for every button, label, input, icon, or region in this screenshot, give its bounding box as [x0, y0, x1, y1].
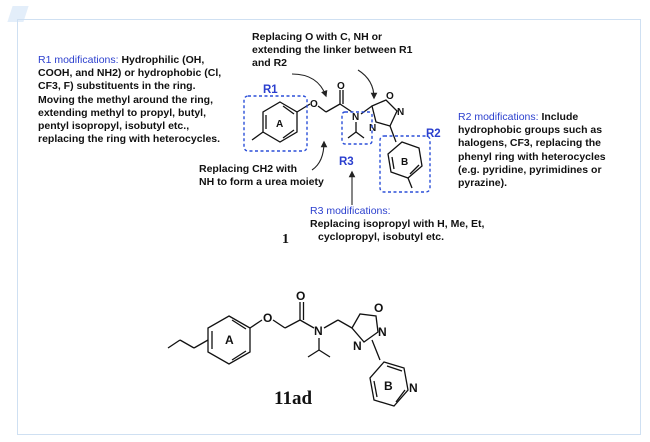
linker-arrow-2 — [357, 69, 378, 100]
ring-b-pyridine — [369, 361, 409, 407]
compound-1-structure: A O O N O N N — [243, 81, 431, 193]
r1-line-0: Hydrophilic (OH, — [121, 54, 205, 66]
linker-arrow-1 — [291, 73, 328, 98]
r1-line-2: CF3, F) substituents in the ring. — [38, 80, 196, 93]
r3-annotation: R3 modifications: Replacing isopropyl wi… — [310, 205, 484, 245]
compound-1-label: 1 — [282, 232, 289, 247]
ring-a-label: A — [276, 119, 283, 130]
r2-line-5: pyrazine). — [458, 177, 508, 190]
ring-b-label-1: B — [401, 157, 408, 168]
compound-11ad-structure: A O O N O N N — [167, 289, 418, 407]
r2-annotation: R2 modifications: Include hydrophobic gr… — [458, 111, 606, 190]
oxadiazole-n4-2: N — [353, 339, 362, 353]
r1-annotation: R1 modifications: Hydrophilic (OH, COOH,… — [38, 54, 221, 146]
figure-frame — [17, 19, 641, 435]
amide-nitrogen-1: N — [352, 112, 359, 123]
r2-highlight-box — [379, 135, 431, 193]
r2-line-2: halogens, CF3, replacing the — [458, 137, 601, 150]
linker-line-2: and R2 — [252, 57, 288, 70]
ch2-arrow — [311, 140, 328, 171]
r3-label: R3 — [339, 156, 354, 168]
r1-methyl-bond — [251, 131, 264, 141]
linker-line-0: Replacing O with C, NH or — [252, 31, 383, 43]
ring-a-label-2: A — [225, 333, 234, 347]
r1-label: R1 — [263, 84, 278, 96]
ether-oxygen-1: O — [310, 99, 318, 110]
ring-b-label-2: B — [384, 379, 393, 393]
oxadiazole-ring-2 — [351, 313, 379, 343]
ch2-line-0: Replacing CH2 with — [199, 163, 298, 175]
compound-11ad-label: 11ad — [274, 388, 313, 409]
linker-line-1: extending the linker between R1 — [252, 44, 413, 57]
pyridine-nitrogen: N — [409, 381, 418, 395]
oxadiazole-n2-1: N — [397, 107, 404, 118]
linker-annotation: Replacing O with C, NH or extending the … — [252, 31, 412, 71]
carbonyl-oxygen-1: O — [337, 81, 345, 92]
r2-label: R2 — [426, 128, 441, 140]
r2-line-3: phenyl ring with heterocycles — [458, 150, 606, 163]
carbonyl-oxygen-2: O — [296, 289, 305, 303]
oxadiazole-o-2: O — [374, 301, 383, 315]
r2-methyl-bond — [407, 177, 413, 189]
oxadiazole-n2-2: N — [378, 325, 387, 339]
oxadiazole-n4-1: N — [369, 123, 376, 134]
r1-highlight-box — [243, 95, 308, 152]
r2-line-0: Include — [541, 111, 579, 123]
r2-line-1: hydrophobic groups such as — [458, 124, 603, 137]
r1-line-4: extending methyl to propyl, butyl, — [38, 106, 207, 119]
r3-line-1: cyclopropyl, isobutyl etc. — [318, 231, 445, 244]
ch2-line-1: NH to form a urea moiety — [199, 176, 324, 189]
r1-title: R1 modifications: — [38, 54, 119, 66]
r1-line-3: Moving the methyl around the ring, — [38, 93, 214, 106]
r1-line-1: COOH, and NH2) or hydrophobic (Cl, — [38, 67, 222, 80]
ether-oxygen-2: O — [263, 311, 272, 325]
r2-title: R2 modifications: — [458, 111, 539, 123]
r3-line-0: Replacing isopropyl with H, Me, Et, — [310, 218, 485, 231]
oxadiazole-o-1: O — [386, 91, 394, 102]
r1-line-6: replacing the ring with heterocycles. — [38, 133, 221, 146]
r2-line-4: (e.g. pyridine, pyrimidines or — [458, 163, 602, 176]
oxadiazole-ring-1 — [371, 99, 398, 127]
ch2-annotation: Replacing CH2 with NH to form a urea moi… — [199, 163, 324, 189]
r3-title: R3 modifications: — [310, 205, 391, 217]
r1-line-5: pentyl isopropyl, isobutyl etc., — [38, 120, 190, 133]
amide-nitrogen-2: N — [314, 324, 323, 338]
r3-highlight-box — [341, 111, 373, 145]
